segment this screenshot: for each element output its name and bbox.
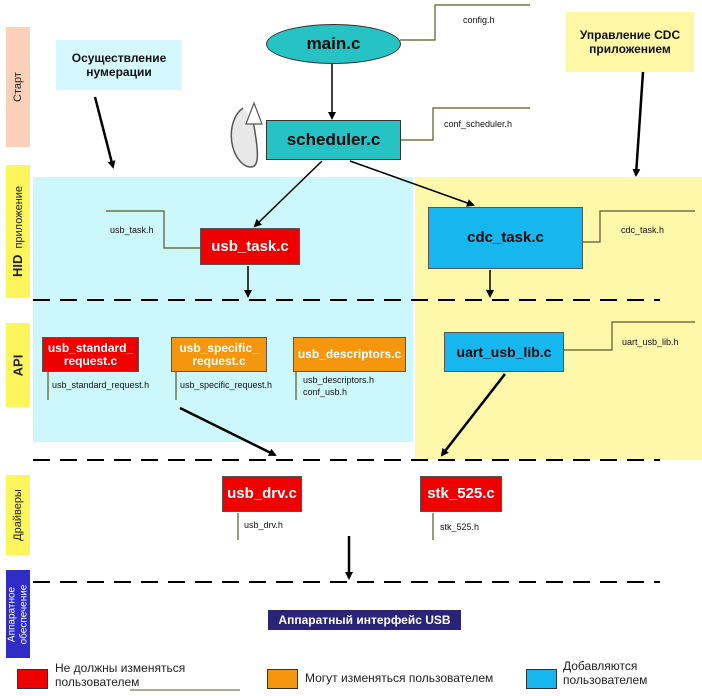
usb-specific-request-module[interactable]: usb_specific_ request.c bbox=[171, 337, 267, 372]
cdc-task-header: cdc_task.h bbox=[621, 225, 665, 235]
config-header: config.h bbox=[463, 15, 495, 25]
usb-descriptors-header: usb_descriptors.h bbox=[303, 375, 375, 385]
lane-start: Старт bbox=[6, 27, 30, 147]
arrow-scheduler-cdc-task bbox=[349, 160, 475, 207]
leader-usb-task bbox=[106, 210, 200, 249]
legend-orange-label: Могут изменяться пользователем bbox=[305, 671, 494, 685]
conf-scheduler-header: conf_scheduler.h bbox=[444, 119, 513, 129]
usb-specific-request-header: usb_specific_request.h bbox=[180, 380, 273, 390]
legend-orange-swatch bbox=[267, 669, 298, 689]
arrow-scheduler-usb-task bbox=[253, 160, 323, 228]
usb-task-module[interactable]: usb_task.c bbox=[200, 228, 300, 265]
uart-usb-lib-module[interactable]: uart_usb_lib.c bbox=[444, 332, 564, 372]
arrow-cdc-management bbox=[632, 71, 645, 177]
usb-standard-request-header: usb_standard_request.h bbox=[52, 380, 150, 390]
usb-standard-request-module[interactable]: usb_standard_ request.c bbox=[42, 337, 139, 372]
leader-config bbox=[400, 4, 530, 41]
hardware-usb-interface: Аппаратный интерфейс USB bbox=[268, 610, 461, 630]
usb-drv-header: usb_drv.h bbox=[244, 520, 283, 530]
uart-usb-lib-header: uart_usb_lib.h bbox=[622, 337, 679, 347]
arrow-api-usb-drv bbox=[179, 406, 277, 457]
arrow-uart-stk bbox=[440, 373, 506, 457]
main-module[interactable]: main.c bbox=[266, 24, 401, 64]
note-cdc-management: Управление CDC приложением bbox=[566, 12, 694, 72]
legend-red-swatch bbox=[17, 669, 48, 689]
usb-drv-module[interactable]: usb_drv.c bbox=[222, 476, 302, 512]
conf-usb-header: conf_usb.h bbox=[303, 387, 348, 397]
leader-conf-scheduler bbox=[400, 107, 530, 141]
lane-api: API bbox=[6, 323, 30, 407]
legend-cyan-swatch bbox=[526, 669, 557, 689]
leader-uart-usb-lib bbox=[563, 321, 695, 351]
lane-hid-app: HID приложение bbox=[6, 165, 30, 298]
stk-525-header: stk_525.h bbox=[440, 522, 480, 532]
legend-cyan-label: Добавляются пользователем bbox=[563, 659, 648, 688]
usb-task-header: usb_task.h bbox=[110, 225, 154, 235]
note-enumeration: Осуществление нумерации bbox=[56, 40, 182, 90]
hid-region bbox=[33, 177, 413, 442]
scheduler-module[interactable]: scheduler.c bbox=[266, 120, 401, 160]
lane-drivers: Драйверы bbox=[6, 475, 30, 555]
leader-cdc-task bbox=[583, 210, 695, 243]
legend-red-label: Не должны изменяться пользователем bbox=[55, 661, 186, 690]
stk-525-module[interactable]: stk_525.c bbox=[420, 476, 502, 512]
cdc-task-module[interactable]: cdc_task.c bbox=[428, 207, 583, 269]
usb-descriptors-module[interactable]: usb_descriptors.c bbox=[293, 337, 406, 372]
lane-hardware: Аппаратное обеспечение bbox=[6, 570, 30, 658]
arrow-enumeration bbox=[93, 96, 116, 169]
